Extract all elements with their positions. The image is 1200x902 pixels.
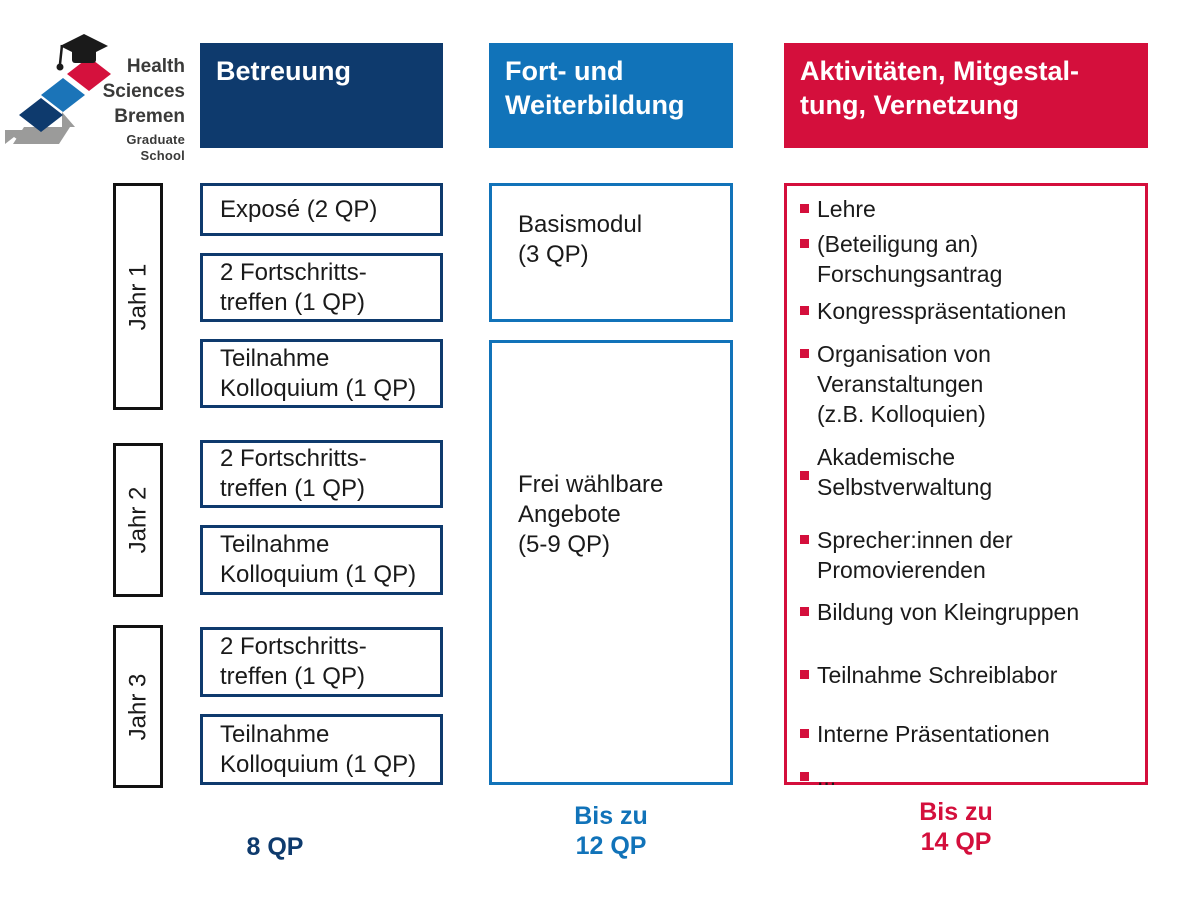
column-header-betreuung: Betreuung (200, 43, 443, 148)
betreuung-box-kolloquium-jahr1: Teilnahme Kolloquium (1 QP) (200, 339, 443, 408)
betreuung-box-expose: Exposé (2 QP) (200, 183, 443, 236)
aktivitaeten-item-sprecherinnen: Sprecher:innen der Promovierenden (800, 525, 1139, 585)
year-label-text: Jahr 1 (124, 263, 152, 330)
logo-subtitle: Graduate School (126, 132, 185, 163)
betreuung-box-fortschrittstreffen-jahr1: 2 Fortschritts- treffen (1 QP) (200, 253, 443, 322)
betreuung-box-kolloquium-jahr2: Teilnahme Kolloquium (1 QP) (200, 525, 443, 595)
betreuung-box-fortschrittstreffen-jahr2: 2 Fortschritts- treffen (1 QP) (200, 440, 443, 508)
aktivitaeten-item-interne-praesentationen: Interne Präsentationen (800, 719, 1139, 749)
total-betreuung: 8 QP (246, 833, 304, 861)
aktivitaeten-item-forschungsantrag: (Beteiligung an) Forschungsantrag (800, 229, 1139, 289)
year-label-jahr-2: Jahr 2 (113, 443, 163, 597)
weiterbildung-box-basismodul: Basismodul (3 QP) (489, 183, 733, 322)
hsb-logo-icon (5, 34, 111, 144)
aktivitaeten-item-schreiblabor: Teilnahme Schreiblabor (800, 660, 1139, 690)
year-label-text: Jahr 2 (124, 486, 152, 554)
aktivitaeten-item-kleingruppen: Bildung von Kleingruppen (800, 597, 1139, 627)
aktivitaeten-item-akademische-selbstverwaltung: Akademische Selbstverwaltung (800, 442, 1139, 502)
total-weiterbildung: Bis zu 12 QP (574, 802, 648, 860)
year-label-jahr-1: Jahr 1 (113, 183, 163, 410)
logo-title-line2: Sciences (102, 81, 185, 102)
column-header-aktivitaeten: Aktivitäten, Mitgestal- tung, Vernetzung (784, 43, 1148, 148)
logo-title-line3: Bremen (114, 106, 185, 127)
logo-wordmark: Health Sciences Bremen Graduate School (83, 54, 185, 164)
aktivitaeten-item-lehre: Lehre (800, 194, 1139, 224)
aktivitaeten-item-ellipsis: ... (800, 762, 1139, 792)
aktivitaeten-item-kongresspraesentationen: Kongresspräsentationen (800, 296, 1139, 326)
weiterbildung-box-frei-waehlbare-angebote: Frei wählbare Angebote (5-9 QP) (489, 340, 733, 785)
betreuung-box-fortschrittstreffen-jahr3: 2 Fortschritts- treffen (1 QP) (200, 627, 443, 697)
total-aktivitaeten: Bis zu 14 QP (919, 798, 993, 856)
year-label-text: Jahr 3 (124, 673, 152, 740)
year-label-jahr-3: Jahr 3 (113, 625, 163, 788)
aktivitaeten-panel: Lehre (Beteiligung an) Forschungsantrag … (784, 183, 1148, 790)
column-header-weiterbildung: Fort- und Weiterbildung (489, 43, 733, 148)
aktivitaeten-item-organisation-veranstaltungen: Organisation von Veranstaltungen (z.B. K… (800, 339, 1139, 429)
aktivitaeten-list: Lehre (Beteiligung an) Forschungsantrag … (787, 186, 1145, 792)
logo-title-line1: Health (126, 56, 185, 77)
betreuung-box-kolloquium-jahr3: Teilnahme Kolloquium (1 QP) (200, 714, 443, 785)
